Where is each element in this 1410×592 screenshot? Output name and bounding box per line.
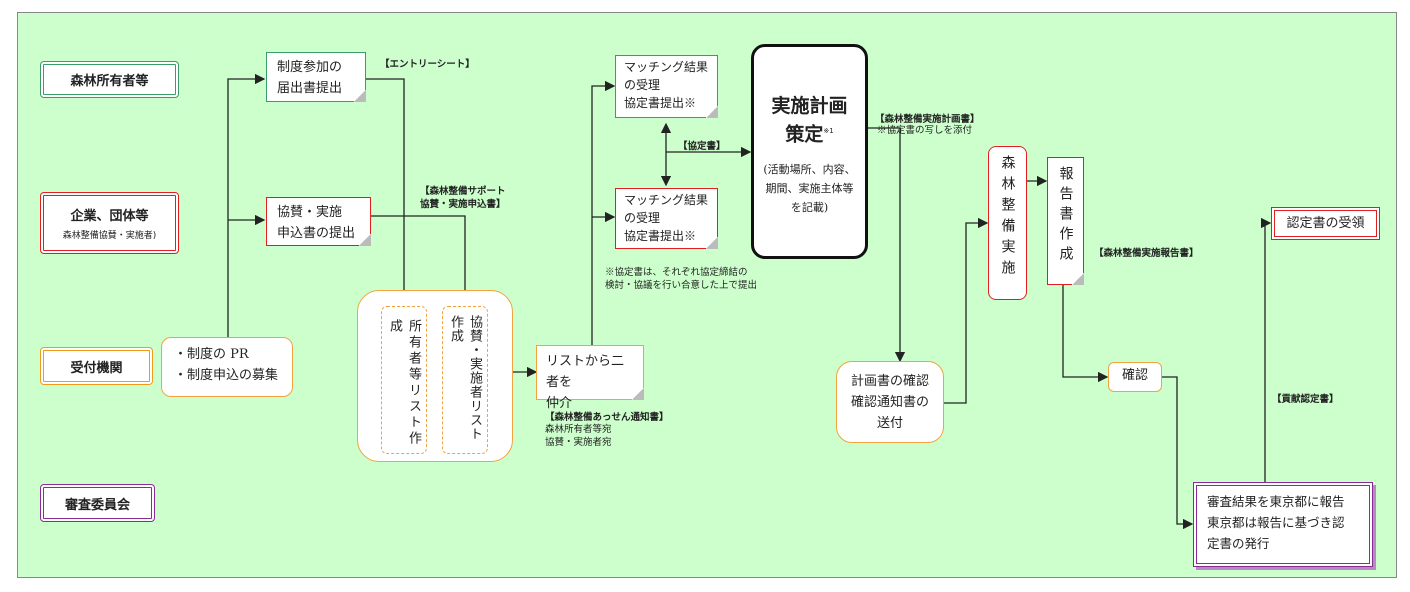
check-label: 確認 xyxy=(1121,368,1148,383)
plan-confirm-line2: 確認通知書の xyxy=(850,395,929,410)
label-plan-doc: 【森林整備実施計画書】 xyxy=(875,114,980,125)
pr-line2: ・制度申込の募集 xyxy=(174,368,279,383)
plan-confirm-box: 計画書の確認 確認通知書の 送付 xyxy=(836,361,944,443)
owner-notice-box: 制度参加の 届出書提出 xyxy=(266,52,366,102)
label-support-apply-line2: 協賛・実施申込書】 xyxy=(420,199,506,210)
role-companies-label: 企業、団体等 xyxy=(70,209,149,224)
match-upper-box: マッチング結果 の受理 協定書提出※ xyxy=(615,55,718,118)
match-lower-box: マッチング結果 の受理 協定書提出※ xyxy=(615,188,718,249)
plan-title-line1: 実施計画 xyxy=(771,95,848,117)
label-agreement: 【協定書】 xyxy=(678,141,726,152)
sponsor-application-line1: 協賛・実施 xyxy=(277,205,343,220)
role-forest-owners-label: 森林所有者等 xyxy=(70,74,149,89)
role-companies-sub: 森林整備協賛・実施者) xyxy=(62,231,157,241)
match-upper-line3: 協定書提出※ xyxy=(624,96,697,110)
match-lower-line2: の受理 xyxy=(624,211,661,225)
result-line2: 東京都は報告に基づき認 xyxy=(1207,515,1345,530)
check-box: 確認 xyxy=(1108,362,1162,392)
receive-cert-box: 認定書の受領 xyxy=(1271,207,1380,240)
plan-confirm-line1: 計画書の確認 xyxy=(850,374,929,389)
role-companies: 企業、団体等 森林整備協賛・実施者) xyxy=(40,192,179,254)
list-sponsor-label: 協賛・実施者リスト作成 xyxy=(448,315,482,441)
sponsor-application-line2: 申込書の提出 xyxy=(277,226,356,241)
result-line1: 審査結果を東京都に報告 xyxy=(1207,494,1345,509)
label-mediation-notice: 【森林整備あっせん通知書】 xyxy=(545,412,669,423)
role-reception: 受付機関 xyxy=(40,347,153,385)
owner-notice-line2: 届出書提出 xyxy=(277,81,343,96)
report-box: 報告書作成 xyxy=(1047,157,1084,285)
plan-title-line2: 策定 xyxy=(785,123,824,146)
plan-title-mark: ※1 xyxy=(823,127,834,135)
label-mediation-to: 森林所有者等宛 協賛・実施者宛 xyxy=(545,423,612,449)
plan-detail-line3: を記載) xyxy=(790,201,829,215)
list-owner-label: 所有者等リスト作成 xyxy=(387,319,421,447)
list-sponsor-box: 協賛・実施者リスト作成 xyxy=(442,306,488,454)
label-agreement-note-line1: ※協定書は、それぞれ協定締結の xyxy=(605,267,748,278)
role-committee: 審査委員会 xyxy=(40,484,155,522)
plan-detail-line2: 期間、実施主体等 xyxy=(765,182,854,196)
label-report-doc: 【森林整備実施報告書】 xyxy=(1094,248,1199,259)
label-agreement-note-line2: 検討・協議を行い合意した上で提出 xyxy=(605,280,758,291)
match-lower-line1: マッチング結果 xyxy=(624,193,709,207)
role-reception-label: 受付機関 xyxy=(70,360,123,376)
label-mediation-to-line2: 協賛・実施者宛 xyxy=(545,437,612,448)
match-lower-line3: 協定書提出※ xyxy=(624,229,697,243)
receive-cert-label: 認定書の受領 xyxy=(1286,216,1365,231)
mediate-box: リストから二者を 仲介 xyxy=(536,345,644,411)
label-support-apply: 【森林整備サポート 協賛・実施申込書】 xyxy=(420,185,506,211)
role-committee-label: 審査委員会 xyxy=(64,497,130,513)
label-support-apply-line1: 【森林整備サポート xyxy=(420,186,506,197)
sponsor-application-box: 協賛・実施 申込書の提出 xyxy=(266,197,371,246)
label-plan-doc-note: ※協定書の写しを添付 xyxy=(877,125,973,136)
label-agreement-note: ※協定書は、それぞれ協定締結の 検討・協議を行い合意した上で提出 xyxy=(605,266,757,292)
mediate-line1: リストから二者を xyxy=(546,354,625,390)
pr-box: ・制度の PR ・制度申込の募集 xyxy=(161,337,293,397)
forest-work-box: 森林整備実施 xyxy=(988,146,1027,300)
label-entry-sheet: 【エントリーシート】 xyxy=(380,59,475,70)
role-forest-owners: 森林所有者等 xyxy=(40,61,179,98)
label-mediation-to-line1: 森林所有者等宛 xyxy=(545,424,612,435)
match-upper-line2: の受理 xyxy=(624,78,661,92)
plan-detail-line1: (活動場所、内容、 xyxy=(763,163,856,177)
match-upper-line1: マッチング結果 xyxy=(624,60,709,74)
pr-line1: ・制度の PR xyxy=(174,347,249,362)
plan-confirm-line3: 送付 xyxy=(876,416,903,431)
label-contribution-cert: 【貢献認定書】 xyxy=(1272,394,1339,405)
mediate-line2: 仲介 xyxy=(546,396,573,411)
list-owner-box: 所有者等リスト作成 xyxy=(381,306,427,454)
forest-work-label: 森林整備実施 xyxy=(999,155,1016,281)
report-label: 報告書作成 xyxy=(1057,166,1074,266)
result-line3: 定書の発行 xyxy=(1207,536,1270,551)
plan-box: 実施計画 策定※1 (活動場所、内容、 期間、実施主体等 を記載) xyxy=(751,44,868,259)
result-box: 審査結果を東京都に報告 東京都は報告に基づき認 定書の発行 xyxy=(1193,482,1373,567)
owner-notice-line1: 制度参加の xyxy=(277,60,343,75)
